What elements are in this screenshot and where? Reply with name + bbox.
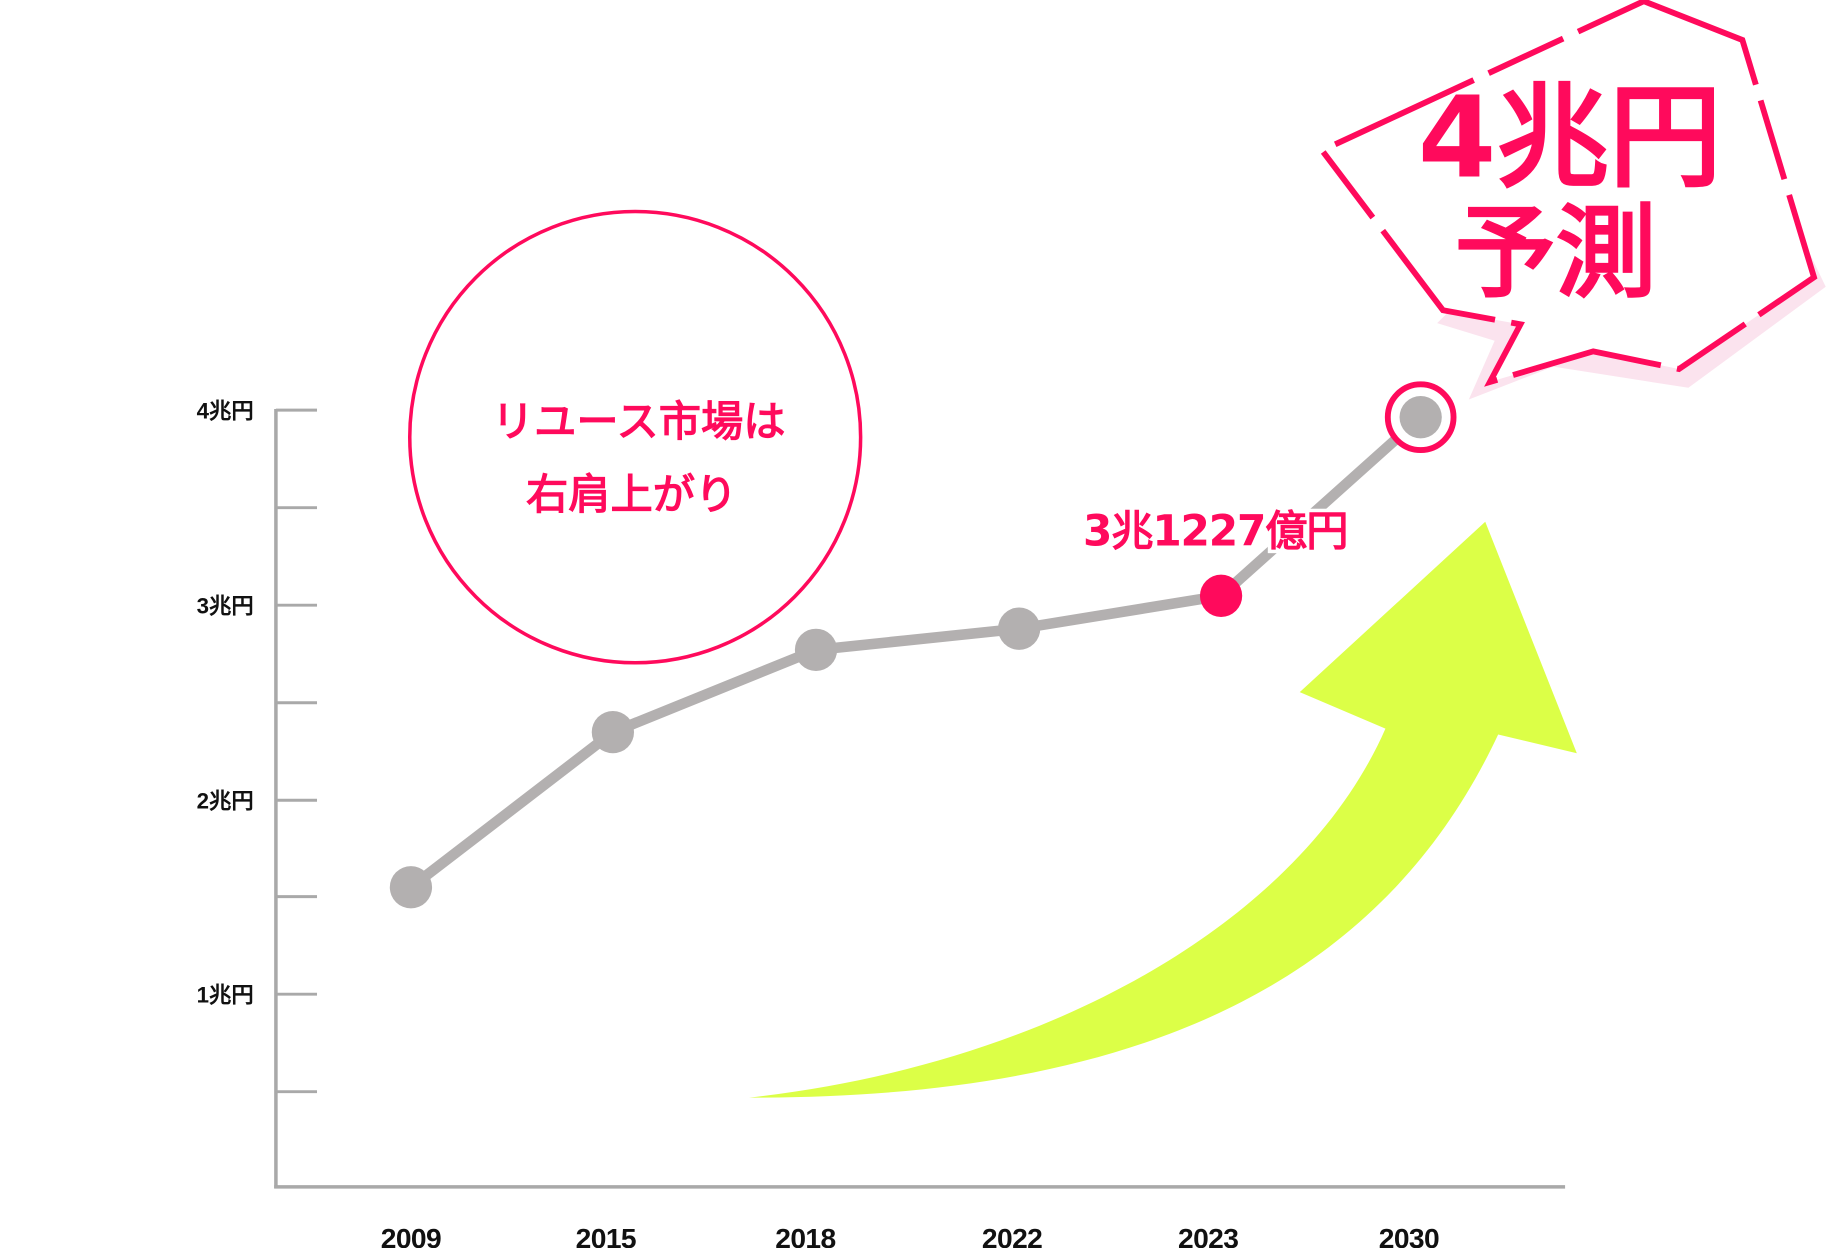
x-axis: 2009 2015 2018 2022 2023 2030 xyxy=(381,1222,1440,1248)
data-point-2022 xyxy=(997,607,1041,650)
data-points xyxy=(389,381,1457,909)
x-tick-label-2023: 2023 xyxy=(1178,1222,1238,1248)
x-tick-label-2015: 2015 xyxy=(576,1222,636,1248)
data-point-2015 xyxy=(591,710,635,754)
y-tick-label-2: 2兆円 xyxy=(197,788,254,813)
x-tick-label-2009: 2009 xyxy=(381,1222,441,1248)
x-tick-label-2022: 2022 xyxy=(982,1222,1042,1248)
trend-annotation-line1: リユース市場は xyxy=(492,397,786,446)
data-point-2009 xyxy=(389,866,433,909)
y-tick-label-3: 3兆円 xyxy=(197,593,254,618)
y-axis: 4兆円 3兆円 2兆円 1兆円 xyxy=(197,398,1566,1189)
trend-annotation-line2: 右肩上がり xyxy=(526,470,737,519)
y-tick-label-1: 1兆円 xyxy=(197,982,254,1007)
data-series-line xyxy=(407,413,1425,892)
data-point-2018 xyxy=(794,628,838,672)
y-tick-label-4: 4兆円 xyxy=(197,398,254,423)
trend-annotation-circle: リユース市場は 右肩上がり xyxy=(408,209,863,665)
x-tick-label-2030: 2030 xyxy=(1379,1222,1439,1248)
growth-arrow-icon xyxy=(749,521,1577,1098)
callout-line2: 予測 xyxy=(1455,194,1657,312)
data-point-2023 xyxy=(1199,574,1243,617)
callout-outline xyxy=(1317,0,1818,387)
callout-line1: 4兆円 xyxy=(1418,71,1722,203)
value-label-2023: 3兆1227億円 xyxy=(1083,506,1347,555)
forecast-callout: 4兆円 予測 xyxy=(1317,0,1826,400)
x-tick-label-2018: 2018 xyxy=(775,1222,835,1248)
data-point-2030 xyxy=(1384,381,1457,454)
